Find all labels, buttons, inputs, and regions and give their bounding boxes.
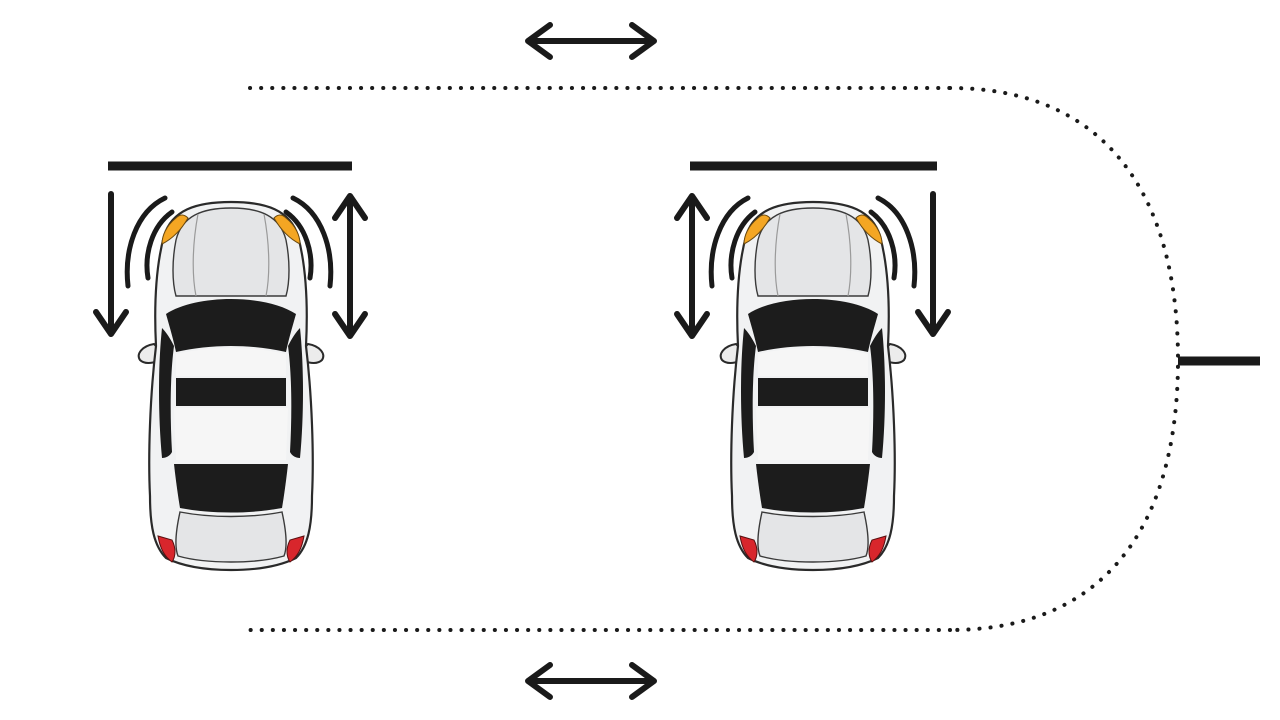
arrow-down-icon (915, 191, 951, 337)
double-arrow-vertical-icon (332, 193, 368, 339)
double-arrow-horizontal-icon (525, 662, 657, 700)
double-arrow-vertical-icon (674, 193, 710, 339)
double-arrow-horizontal-icon (525, 22, 657, 60)
sensor-waves-icon (708, 195, 918, 289)
arrow-down-icon (93, 191, 129, 337)
dotted-route-curve (948, 86, 1181, 632)
car-top-view-icon (137, 200, 325, 572)
car-top-view-icon (719, 200, 907, 572)
sensor-waves-icon (124, 195, 334, 289)
